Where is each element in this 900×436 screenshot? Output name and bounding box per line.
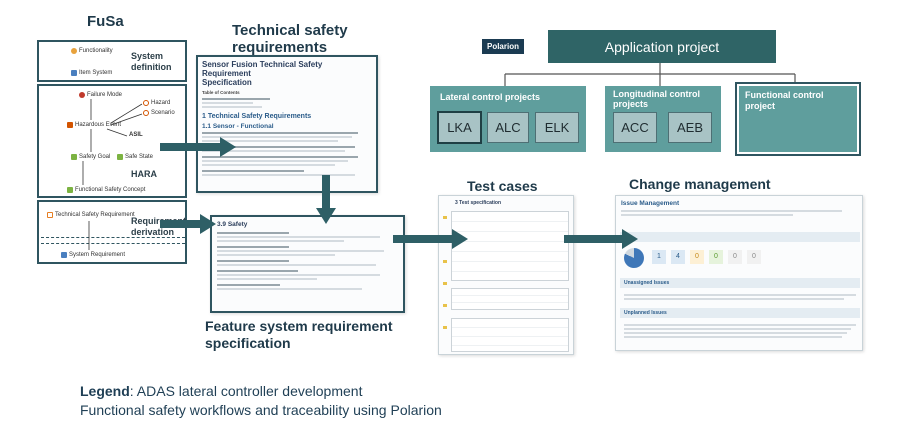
issue-count-5: 0 (728, 250, 742, 264)
issue-count-3: 0 (690, 250, 704, 264)
legend-line-2: Functional safety workflows and traceabi… (80, 402, 442, 418)
issue-count-6: 0 (747, 250, 761, 264)
fsc-icon (67, 187, 73, 193)
functionality-node: Functionality (71, 48, 113, 54)
hara-label: HARA (131, 169, 157, 179)
system-requirement-node: System Requirement (61, 252, 125, 258)
test-cases-document: 3 Test specification (438, 195, 574, 355)
hara-connectors (82, 99, 143, 185)
hazardous-event-icon (67, 122, 73, 128)
tsr-doc-h2: 1.1 Sensor - Functional (202, 122, 274, 130)
fsr-document: 3.9 Safety (210, 215, 405, 313)
lateral-control-title: Lateral control projects (440, 92, 541, 102)
failure-mode-node: Failure Mode (79, 92, 122, 98)
issue-counters: 1 4 0 0 0 0 (652, 250, 761, 264)
application-project-box: Application project (548, 30, 776, 63)
dashed-divider-1 (41, 237, 185, 238)
issue-count-4: 0 (709, 250, 723, 264)
hazard-node: Hazard (143, 100, 170, 106)
test-marker-strip (443, 216, 447, 346)
hazard-icon (143, 100, 149, 106)
hazardous-event-node: Hazardous Event (67, 122, 121, 128)
tsr-doc-h1: 1 Technical Safety Requirements (202, 112, 312, 120)
safe-state-node: Safe State (117, 154, 153, 160)
tsr-document: Sensor Fusion Technical Safety Requireme… (196, 55, 378, 193)
unassigned-issues-bar: Unassigned Issues (620, 278, 860, 288)
functionality-icon (71, 48, 77, 54)
issue-count-2: 4 (671, 250, 685, 264)
test-table-1 (451, 211, 569, 281)
legend-line-1: Legend: ADAS lateral controller developm… (80, 383, 363, 399)
requirement-derivation-panel: Technical Safety Requirement Requirement… (37, 200, 187, 264)
project-acc: ACC (613, 112, 657, 143)
fsc-node: Functional Safety Concept (67, 187, 145, 193)
safety-goal-icon (71, 154, 77, 160)
failure-mode-icon (79, 92, 85, 98)
project-elk: ELK (535, 112, 579, 143)
derivation-connectors (88, 221, 90, 250)
change-management-document: Issue Management 1 4 0 0 0 0 Unassigned … (615, 195, 863, 351)
fusa-title: FuSa (87, 13, 124, 30)
test-cases-title: Test cases (467, 178, 538, 194)
project-aeb: AEB (668, 112, 712, 143)
dashed-divider-2 (41, 243, 185, 244)
tsr-node: Technical Safety Requirement (47, 212, 135, 218)
system-requirement-icon (61, 252, 67, 258)
tsr-icon (47, 212, 53, 218)
change-management-title: Change management (629, 176, 771, 192)
fsr-doc-title: 3.9 Safety (217, 221, 248, 228)
hara-panel: Failure Mode Hazard Scenario Hazardous E… (37, 84, 187, 198)
issue-pie (624, 248, 644, 268)
unplanned-issues-bar: Unplanned Issues (620, 308, 860, 318)
polarion-logo: Polarion (482, 39, 524, 54)
change-doc-title: Issue Management (621, 200, 680, 207)
issue-count-1: 1 (652, 250, 666, 264)
tsr-doc-toc: Table of Contents (202, 90, 240, 95)
project-alc: ALC (487, 112, 529, 143)
asil-node: ASIL (129, 132, 143, 138)
item-system-icon (71, 70, 77, 76)
item-system-node: Item System (71, 70, 112, 76)
scenario-icon (143, 110, 149, 116)
unplanned-rows (624, 322, 856, 340)
change-section-bar-1 (620, 232, 860, 242)
project-lka: LKA (437, 111, 482, 144)
test-table-3 (451, 318, 569, 352)
safety-goal-node: Safety Goal (71, 154, 110, 160)
tsr-doc-title: Sensor Fusion Technical Safety Requireme… (202, 60, 323, 87)
safe-state-icon (117, 154, 123, 160)
unassigned-rows (624, 292, 856, 302)
hierarchy-connectors (504, 63, 796, 86)
test-doc-title: 3 Test specification (455, 200, 502, 206)
scenario-node: Scenario (143, 110, 175, 116)
test-table-2 (451, 288, 569, 310)
